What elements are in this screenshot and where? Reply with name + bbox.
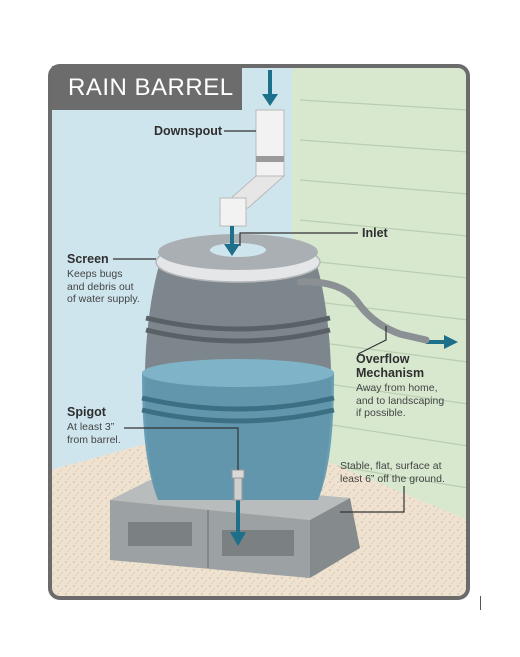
- screen-desc-line: and debris out: [67, 280, 134, 293]
- frame-border: [48, 64, 470, 600]
- screen-description: Keeps bugs and debris out of water suppl…: [67, 268, 140, 306]
- flow-arrows: [224, 70, 458, 546]
- stand-description: Stable, flat, surface at least 6” off th…: [340, 460, 445, 485]
- inlet-label: Inlet: [362, 226, 388, 240]
- overflow-desc-line: if possible.: [356, 407, 406, 419]
- stand-desc-line: least 6” off the ground.: [340, 472, 445, 485]
- downspout: [218, 109, 286, 227]
- spigot-description: At least 3” from barrel.: [67, 421, 121, 446]
- spigot-desc-line: from barrel.: [67, 433, 121, 446]
- leader-lines: [113, 130, 405, 513]
- overflow-desc-line: and to landscaping: [356, 394, 445, 407]
- screen-label: Screen: [67, 252, 109, 266]
- spigot: [231, 469, 245, 501]
- overflow-hose: [296, 278, 430, 344]
- overflow-description: Away from home, and to landscaping if po…: [356, 382, 444, 420]
- house-siding: [292, 66, 468, 540]
- overflow-label: Overflow Mechanism: [356, 352, 424, 380]
- stray-mark: [480, 596, 481, 610]
- overflow-label-line: Mechanism: [356, 366, 425, 380]
- spigot-desc-line: At least 3”: [67, 421, 115, 433]
- screen-desc-line: Keeps bugs: [67, 268, 123, 280]
- screen-desc-line: of water supply.: [67, 293, 140, 305]
- overflow-desc-line: Away from home,: [356, 382, 438, 394]
- diagram-title: RAIN BARREL: [68, 74, 234, 101]
- spigot-label: Spigot: [67, 405, 106, 419]
- stand-desc-line: Stable, flat, surface at: [340, 460, 442, 472]
- overflow-label-line: Overflow: [356, 352, 410, 366]
- downspout-label: Downspout: [154, 124, 223, 138]
- title-box: [52, 66, 242, 110]
